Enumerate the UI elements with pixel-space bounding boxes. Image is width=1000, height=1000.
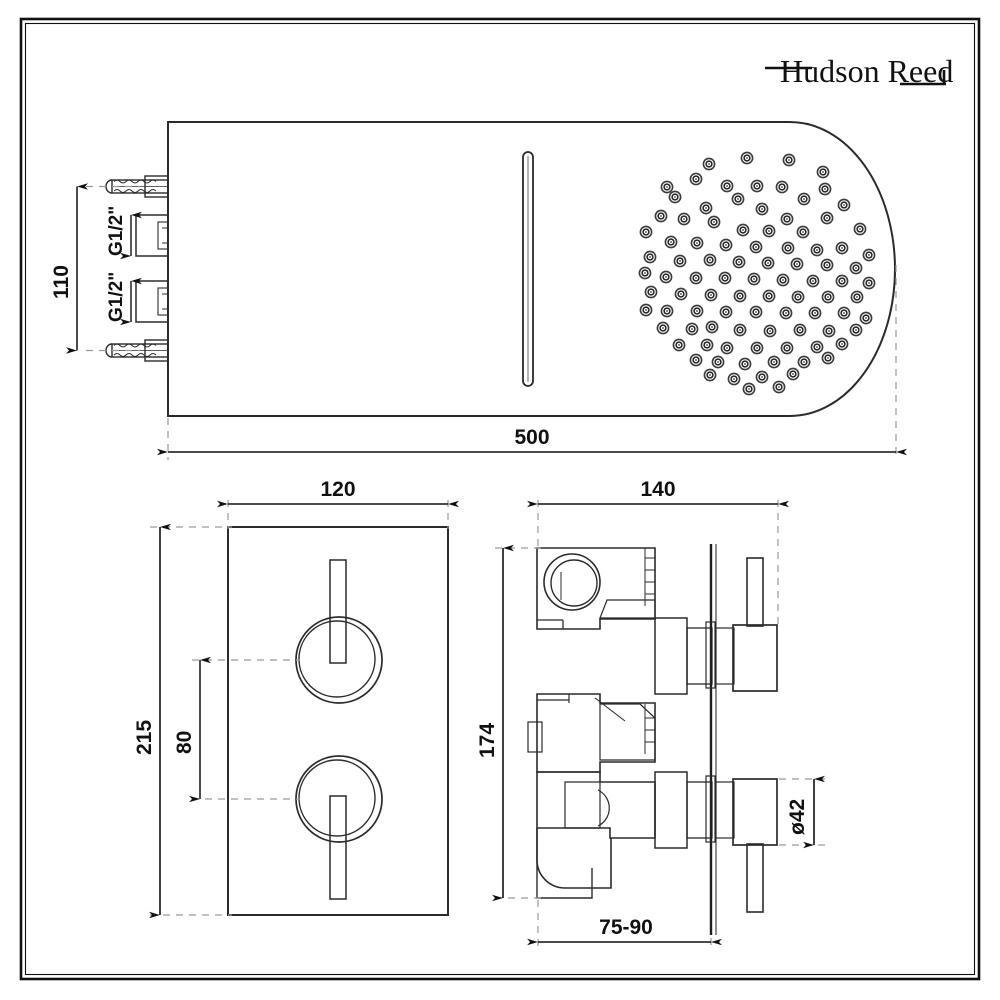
valve-body-upper bbox=[536, 547, 656, 630]
dimension-label-80: 80 bbox=[173, 731, 196, 754]
dimension-panel-length-500: 500 bbox=[157, 265, 907, 460]
dimension-plate-width-120: 120 bbox=[217, 478, 459, 529]
dimension-label-110: 110 bbox=[50, 265, 73, 299]
dimension-label-215: 215 bbox=[133, 720, 156, 755]
dimension-label-120: 120 bbox=[320, 478, 355, 501]
valve-upper-handle-knob bbox=[715, 557, 778, 692]
hudson-reed-logo: Hudson Reed bbox=[765, 53, 953, 89]
concealed-valve-side-view: 140 174 75-90 ø42 bbox=[476, 478, 825, 948]
rain-shower-head-nozzles bbox=[638, 151, 876, 396]
valve-body-lower bbox=[536, 771, 656, 839]
valve-lower-spindle bbox=[654, 771, 713, 849]
sheet-border bbox=[19, 17, 981, 981]
wall-plane-line bbox=[709, 544, 717, 935]
dimension-label-140: 140 bbox=[640, 478, 675, 501]
valve-upper-spindle bbox=[654, 617, 713, 695]
callout-inlet-lower-thread: G1/2" bbox=[106, 272, 127, 322]
faceplate-lower-lever bbox=[329, 795, 347, 900]
concealed-valve-faceplate-front-view: 120 215 80 bbox=[133, 478, 459, 919]
faceplate-upper-handle bbox=[295, 559, 383, 704]
valve-body-middle bbox=[527, 693, 656, 773]
shower-panel-plan-view: G1/2" G1/2" 110 500 bbox=[50, 121, 907, 460]
dimension-plate-height-215: 215 bbox=[133, 523, 232, 919]
dimension-label-500: 500 bbox=[514, 426, 549, 449]
valve-upper-lever bbox=[746, 557, 764, 627]
logo-label: Hudson Reed bbox=[780, 53, 953, 89]
dimension-label-42: ø42 bbox=[786, 799, 809, 835]
panel-slot bbox=[522, 151, 534, 387]
lower-escutcheon bbox=[705, 775, 716, 843]
faceplate-outline bbox=[227, 526, 449, 916]
callout-inlet-upper-thread: G1/2" bbox=[106, 206, 127, 256]
valve-lower-lever bbox=[746, 843, 764, 913]
dimension-label-75-90: 75-90 bbox=[599, 916, 653, 939]
inlet-lower-union-fitting bbox=[135, 280, 169, 323]
valve-lower-handle-knob bbox=[715, 778, 778, 913]
dimension-handle-centres-80: 80 bbox=[173, 656, 300, 803]
panel-outline bbox=[167, 121, 896, 417]
dimension-inlet-spacing-110: 110 bbox=[50, 183, 140, 354]
inlet-upper-threaded-nipple bbox=[105, 175, 169, 198]
dimension-valve-width-140: 140 bbox=[527, 478, 789, 630]
dimension-handle-diameter-42: ø42 bbox=[779, 775, 825, 849]
inlet-upper-union-fitting bbox=[135, 214, 169, 257]
faceplate-upper-lever bbox=[329, 559, 347, 664]
dimension-label-174: 174 bbox=[476, 723, 499, 758]
upper-escutcheon bbox=[705, 621, 716, 689]
dimension-recess-depth-75-90: 75-90 bbox=[527, 900, 722, 948]
faceplate-lower-handle bbox=[295, 755, 383, 900]
dimension-valve-height-174: 174 bbox=[476, 544, 542, 902]
valve-outlet-port bbox=[543, 553, 601, 611]
valve-body-foot bbox=[536, 828, 612, 899]
